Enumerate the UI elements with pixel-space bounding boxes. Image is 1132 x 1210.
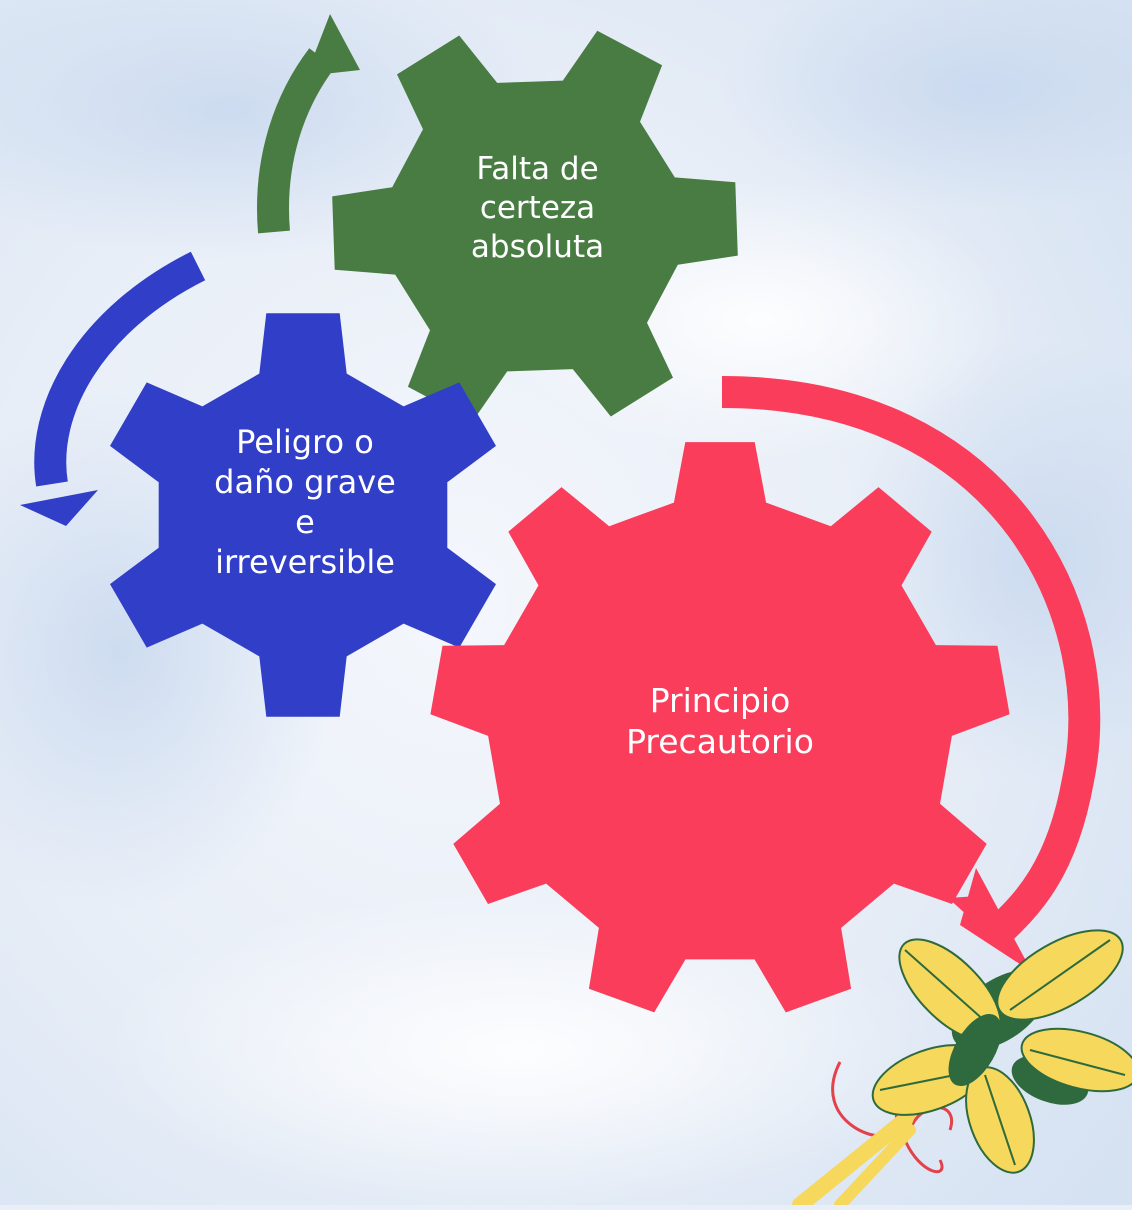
background-cloud xyxy=(100,890,940,1210)
gear-label-falta-de-certeza: Falta de certeza absoluta xyxy=(470,151,605,265)
blue-curved-arrow xyxy=(34,251,206,487)
green-gear xyxy=(332,30,738,422)
blue-arrowhead xyxy=(20,490,98,526)
red-arrowhead-tip xyxy=(960,868,1032,972)
gear-label-principio-precautorio: Principio Precautorio xyxy=(626,681,814,762)
red-gear xyxy=(430,442,1010,1013)
blue-gear xyxy=(110,313,496,717)
leaf-icon xyxy=(948,1013,1002,1087)
green-arrowhead xyxy=(306,14,360,76)
background-cloud xyxy=(720,0,1132,210)
stem-icon xyxy=(834,1124,916,1210)
red-curved-arrow xyxy=(721,376,1101,952)
leaf-icon xyxy=(1020,1027,1132,1093)
gear-label-peligro-dano: Peligro o daño grave e irreversible xyxy=(214,423,396,581)
leaf-vein xyxy=(879,939,1126,1166)
leaves-decoration xyxy=(792,929,1132,1210)
